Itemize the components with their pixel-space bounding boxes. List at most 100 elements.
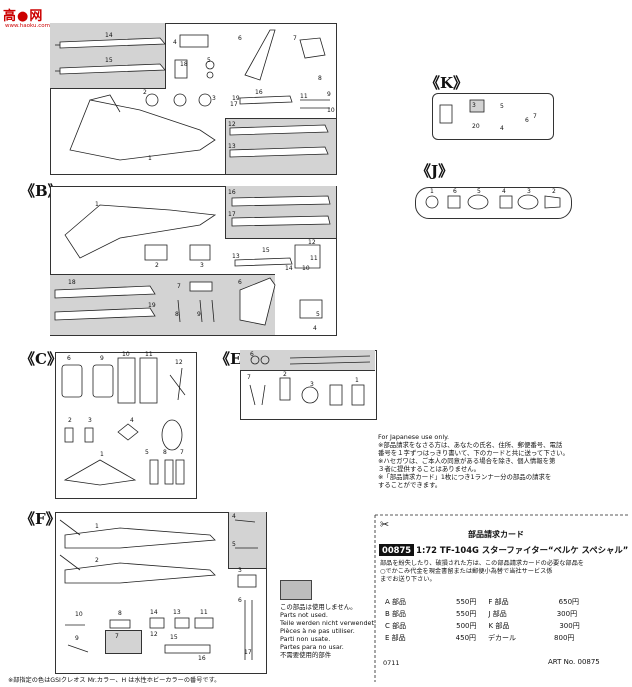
watermark-logo: 高●网: [3, 9, 44, 24]
part-number: 5: [500, 103, 504, 110]
part-number: 4: [173, 39, 177, 46]
part-number: 13: [232, 253, 240, 260]
part-number: 6: [238, 597, 242, 604]
price-part: A 部品: [385, 598, 407, 606]
runner-f-cell-bottom: [105, 630, 142, 654]
part-number: 7: [293, 35, 297, 42]
runner-b-cell-fuselage-parts: [225, 186, 336, 239]
part-number: 9: [100, 355, 104, 362]
part-number: 20: [472, 123, 480, 130]
part-number: 12: [175, 359, 183, 366]
part-number: 5: [232, 541, 236, 548]
part-number: 8: [163, 449, 167, 456]
part-number: 15: [170, 634, 178, 641]
legend-line: Teile werden nicht verwendet.: [280, 619, 377, 627]
part-number: 3: [212, 95, 216, 102]
part-number: 3: [88, 417, 92, 424]
footer-note: ※部指定の色はGSIクレオス Mr.カラー、H は水性ホビーカラーの番号です。: [8, 677, 221, 684]
order-note-line: ３者に提供することはありません。: [378, 465, 481, 473]
date-code: 0711: [383, 659, 400, 667]
unused-parts-legend: この部品は使用しません。 Parts not used. Teile werde…: [280, 603, 376, 659]
card-instructions: 部品を紛失したり、破損された方は、この部品請求カードの必要な部品を ○でかこみ代…: [380, 560, 584, 583]
section-f-label: 《F》: [20, 510, 61, 528]
part-number: 12: [228, 121, 236, 128]
art-number: ART No. 00875: [548, 658, 600, 666]
part-number: 3: [200, 262, 204, 269]
part-number: 6: [238, 279, 242, 286]
part-number: 1: [100, 451, 104, 458]
part-number: 7: [180, 449, 184, 456]
part-number: 10: [122, 351, 130, 358]
order-note-line: ※部品請求をなさる方は、あなたの氏名、住所、郵便番号、電話: [378, 441, 563, 449]
part-number: 11: [300, 93, 308, 100]
legend-line: Parti non usate.: [280, 635, 331, 643]
part-number: 11: [310, 255, 318, 262]
part-number: 9: [75, 635, 79, 642]
part-number: 15: [262, 247, 270, 254]
card-kit-code: 00875: [379, 544, 415, 556]
part-number: 18: [68, 279, 76, 286]
watermark-url: www.haoku.com: [5, 23, 50, 29]
legend-line: Partes para no usar.: [280, 643, 344, 651]
part-number: 14: [285, 265, 293, 272]
card-kit-name: 1:72 TF-104G スターファイター“ベルケ スペシャル”: [416, 545, 629, 555]
part-number: 3: [310, 381, 314, 388]
part-number: 12: [150, 631, 158, 638]
scissors-icon: ✂: [380, 518, 390, 531]
part-number: 3: [527, 188, 531, 195]
order-note-line: することができます。: [378, 481, 442, 489]
part-number: 4: [313, 325, 317, 332]
part-number: 2: [95, 557, 99, 564]
price-part: J 部品: [488, 610, 507, 618]
runner-f-cell-mid-right: [228, 540, 266, 569]
price-part: K 部品: [488, 622, 510, 630]
price-value: 300円: [559, 622, 580, 630]
legend-line: Parts not used.: [280, 611, 328, 619]
legend-line: Pièces à ne pas utiliser.: [280, 627, 355, 635]
part-number: 8: [175, 311, 179, 318]
part-number: 16: [255, 89, 263, 96]
part-number: 2: [155, 262, 159, 269]
part-number: 11: [200, 609, 208, 616]
order-notes: For Japanese use only. ※部品請求をなさる方は、あなたの氏…: [378, 433, 569, 489]
part-number: 7: [177, 283, 181, 290]
section-k-label: 《K》: [425, 74, 469, 92]
order-note-line: ※「部品請求カード」1枚につき1ランナー分の部品の請求を: [378, 473, 552, 481]
part-number: 17: [228, 211, 236, 218]
part-number: 13: [173, 609, 181, 616]
price-value: 300円: [556, 610, 578, 618]
part-number: 1: [430, 188, 434, 195]
price-part: デカール: [488, 634, 517, 642]
part-number: 12: [308, 239, 316, 246]
part-number: 13: [228, 143, 236, 150]
part-number: 2: [552, 188, 556, 195]
part-number: 16: [198, 655, 206, 662]
price-part: B 部品: [385, 610, 407, 618]
part-number: 10: [327, 107, 335, 114]
part-number: 18: [180, 61, 188, 68]
part-number: 5: [207, 57, 211, 64]
part-number: 15: [105, 57, 113, 64]
runner-j-frame: [415, 187, 572, 219]
part-number: 5: [316, 311, 320, 318]
part-number: 1: [355, 377, 359, 384]
part-number: 3: [238, 567, 242, 574]
runner-b-cell-tanks: [50, 274, 166, 335]
part-number: 4: [500, 125, 504, 132]
price-value: 550円: [456, 598, 477, 606]
order-note-line: 番号を１字ずつはっきり書いて、下のカードと共に送って下さい。: [378, 449, 569, 457]
part-number: 2: [283, 371, 287, 378]
part-number: 6: [238, 35, 242, 42]
part-number: 6: [250, 351, 254, 358]
runner-e-cell-wheels: [240, 350, 375, 371]
runner-a-cell-wings: [50, 23, 166, 89]
part-number: 8: [118, 610, 122, 617]
part-number: 5: [477, 188, 481, 195]
part-number: 1: [95, 201, 99, 208]
part-number: 11: [145, 351, 153, 358]
part-number: 4: [502, 188, 506, 195]
